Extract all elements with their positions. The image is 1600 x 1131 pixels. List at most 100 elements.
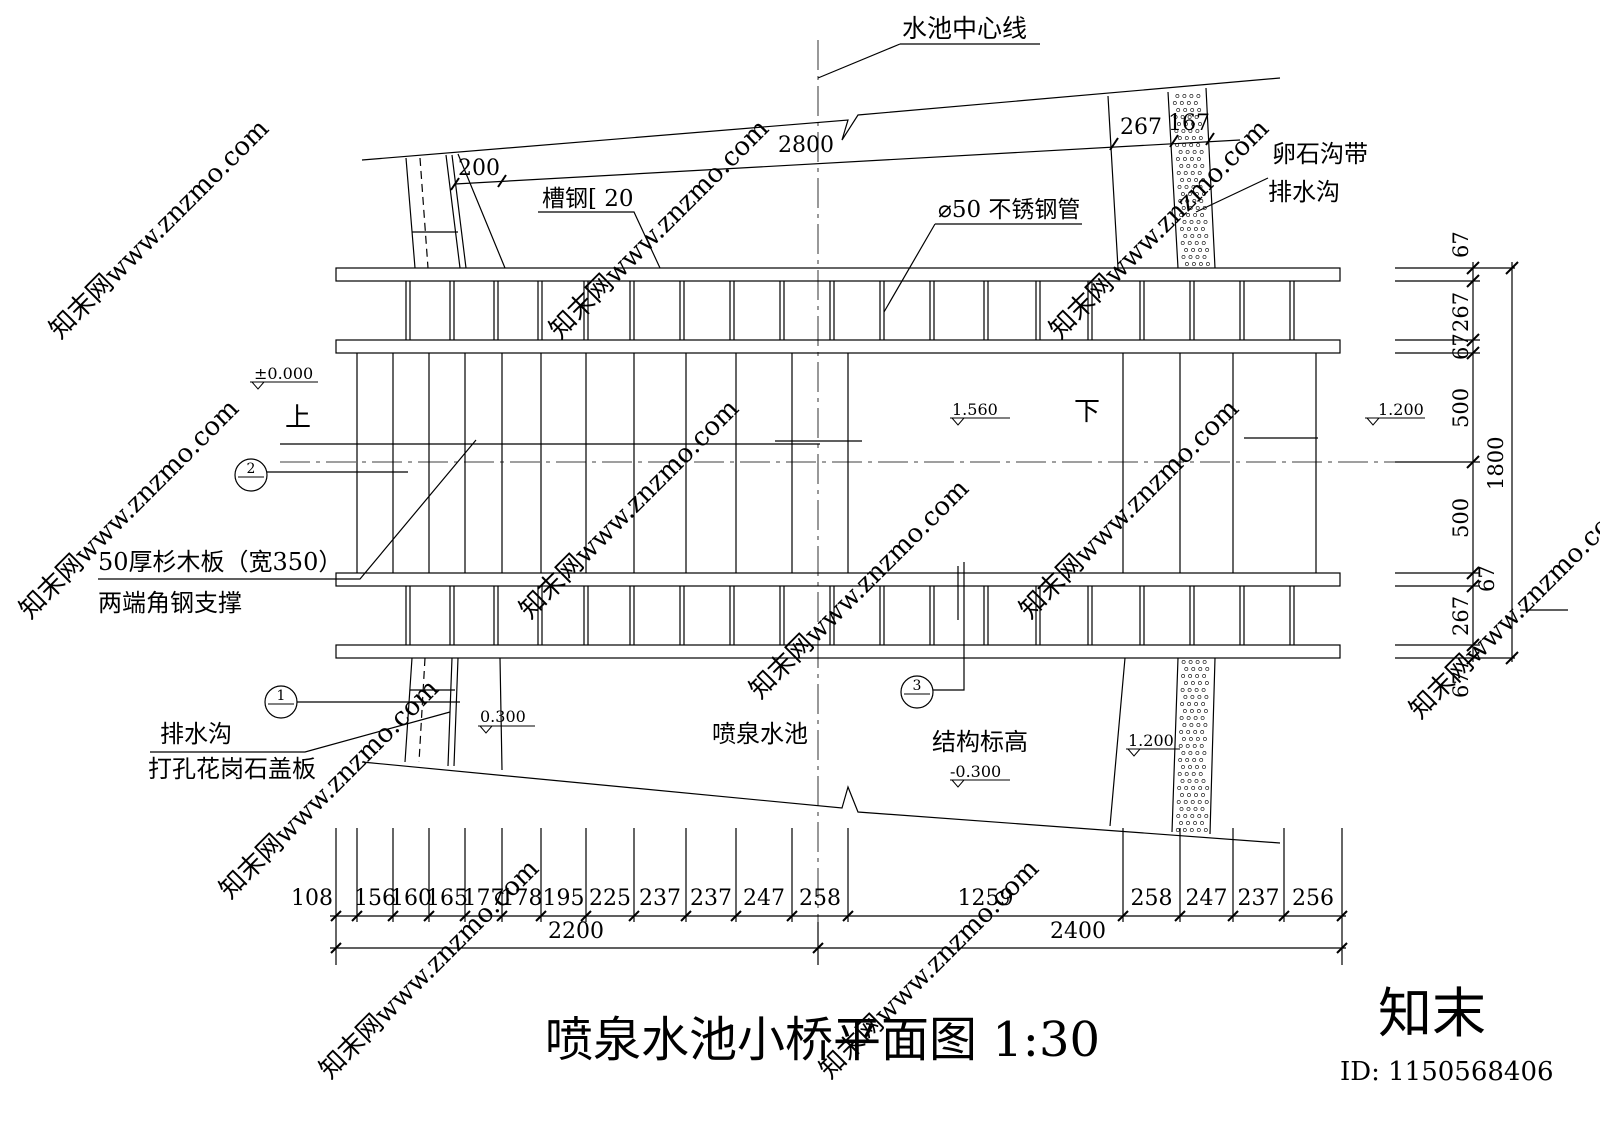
pebble-dot	[1179, 213, 1184, 217]
pebble-dot	[1187, 688, 1192, 692]
pebble-dot	[1195, 192, 1199, 196]
right-dim-8: 67	[1449, 671, 1473, 698]
brand-mark: 知末	[1378, 982, 1486, 1045]
pebble-dot	[1185, 150, 1190, 154]
bottom-dim-tick	[628, 910, 640, 922]
bottom-dim-tick	[459, 910, 471, 922]
pebble-dot	[1186, 730, 1191, 734]
pebble-dot	[1195, 765, 1199, 769]
drawing-title: 喷泉水池小桥平面图 1:30	[545, 1012, 1100, 1068]
pebble-dot	[1179, 807, 1184, 811]
bottom-dim-label: 156	[354, 886, 396, 911]
pebble-dot	[1190, 171, 1195, 175]
bottom-dim-label: 160	[390, 886, 432, 911]
pebble-dot	[1197, 709, 1201, 713]
drain-left-top	[405, 153, 506, 269]
bottom-dim-label: 165	[426, 886, 468, 911]
pebble-dot	[1177, 136, 1182, 140]
pebble-dot	[1191, 136, 1196, 140]
elev-marker-0300	[478, 725, 535, 734]
center-line-label: 水池中心线	[902, 14, 1027, 43]
bottom-dim-tick	[496, 910, 508, 922]
pebble-dot	[1197, 234, 1202, 238]
pebble-dot	[1192, 199, 1197, 203]
pebble-dot	[1184, 667, 1189, 671]
pebble-dot	[1197, 108, 1202, 112]
pebble-dot	[1182, 737, 1186, 741]
pebble-dot	[1184, 786, 1189, 790]
pebble-dot	[1181, 765, 1185, 769]
bottom-dim-tick	[351, 910, 363, 922]
deck-planks	[392, 353, 1234, 573]
pool-label: 喷泉水池	[712, 720, 808, 748]
pebble-dot	[1184, 248, 1189, 252]
pebble-dot	[1203, 828, 1208, 832]
pool-edge-bottom	[361, 761, 1281, 844]
pebble-dot	[1188, 255, 1193, 259]
section-marker-1: 1	[264, 685, 298, 719]
pebble-dot	[1190, 709, 1194, 713]
pebble-dot	[1195, 129, 1200, 133]
pebble-dot	[1190, 157, 1194, 161]
watermark-text: 知末网www.znzmo.com	[1404, 494, 1600, 725]
section-circle-1	[264, 685, 298, 719]
pebble-dot	[1184, 122, 1188, 126]
pebble-dot	[1181, 751, 1186, 755]
pebble-dot	[1197, 800, 1202, 804]
pebble-dot	[1196, 723, 1201, 727]
pebble-dot	[1186, 821, 1190, 825]
pebble-dot	[1198, 681, 1202, 685]
pebble-dot	[1194, 227, 1198, 231]
bottom-dim-tick	[730, 910, 742, 922]
pebble-dot	[1198, 122, 1202, 126]
pebble-dot	[1195, 751, 1200, 755]
bottom-dim-tick	[580, 910, 592, 922]
pebble-dot	[1186, 101, 1191, 105]
pebble-dot	[1200, 716, 1205, 720]
pebble-dot	[1187, 178, 1192, 182]
leader-drain	[150, 711, 451, 753]
pebble-dot	[1183, 800, 1188, 804]
pebble-dot	[1201, 178, 1206, 182]
pebble-dot	[1190, 108, 1195, 112]
pebble-dot	[1199, 262, 1203, 266]
right-dim-total: 1800	[1484, 437, 1508, 490]
pebble-dot	[1196, 828, 1201, 832]
pebble-dot	[1187, 779, 1192, 783]
pebble-dot	[1176, 814, 1181, 818]
pebble-dot	[1193, 716, 1198, 720]
section-2-line	[262, 437, 1318, 473]
pebble-dot	[1187, 115, 1192, 119]
pebble-dot	[1199, 758, 1204, 762]
pebble-dot	[1178, 199, 1183, 203]
bottom-dim-label: 247	[1186, 886, 1228, 911]
watermark-text: 知末网www.znzmo.com	[544, 114, 775, 345]
right-dim-3: 67	[1449, 333, 1473, 360]
elev-marker-1200-right	[1365, 417, 1425, 426]
pebble-dot	[1189, 828, 1194, 832]
top-dim-right-b: 167	[1168, 111, 1210, 136]
pebble-dot	[1197, 695, 1202, 699]
elev-marker-1560	[950, 417, 1010, 426]
bottom-dim-tick	[1278, 910, 1290, 922]
drawing-linework	[98, 40, 1568, 965]
pebble-dot	[1179, 716, 1184, 720]
pebble-dot	[1184, 185, 1189, 189]
pebble-dot	[1175, 94, 1180, 98]
elev-m0300: -0.300	[950, 762, 1001, 781]
pebble-dot	[1176, 800, 1181, 804]
section-circle-3	[900, 675, 934, 709]
pebble-dot	[1182, 723, 1187, 727]
pebble-dot	[1182, 220, 1187, 224]
pebble-dot	[1197, 157, 1201, 161]
bottom-dim-label: 177	[463, 886, 505, 911]
pebble-dot	[1201, 793, 1205, 797]
ss-pipe-label: ⌀50 不锈钢管	[938, 197, 1080, 223]
pebble-dot	[1189, 143, 1194, 147]
bottom-dim-tick	[786, 910, 798, 922]
pebble-dot	[1198, 136, 1203, 140]
pebble-dot	[1202, 765, 1206, 769]
